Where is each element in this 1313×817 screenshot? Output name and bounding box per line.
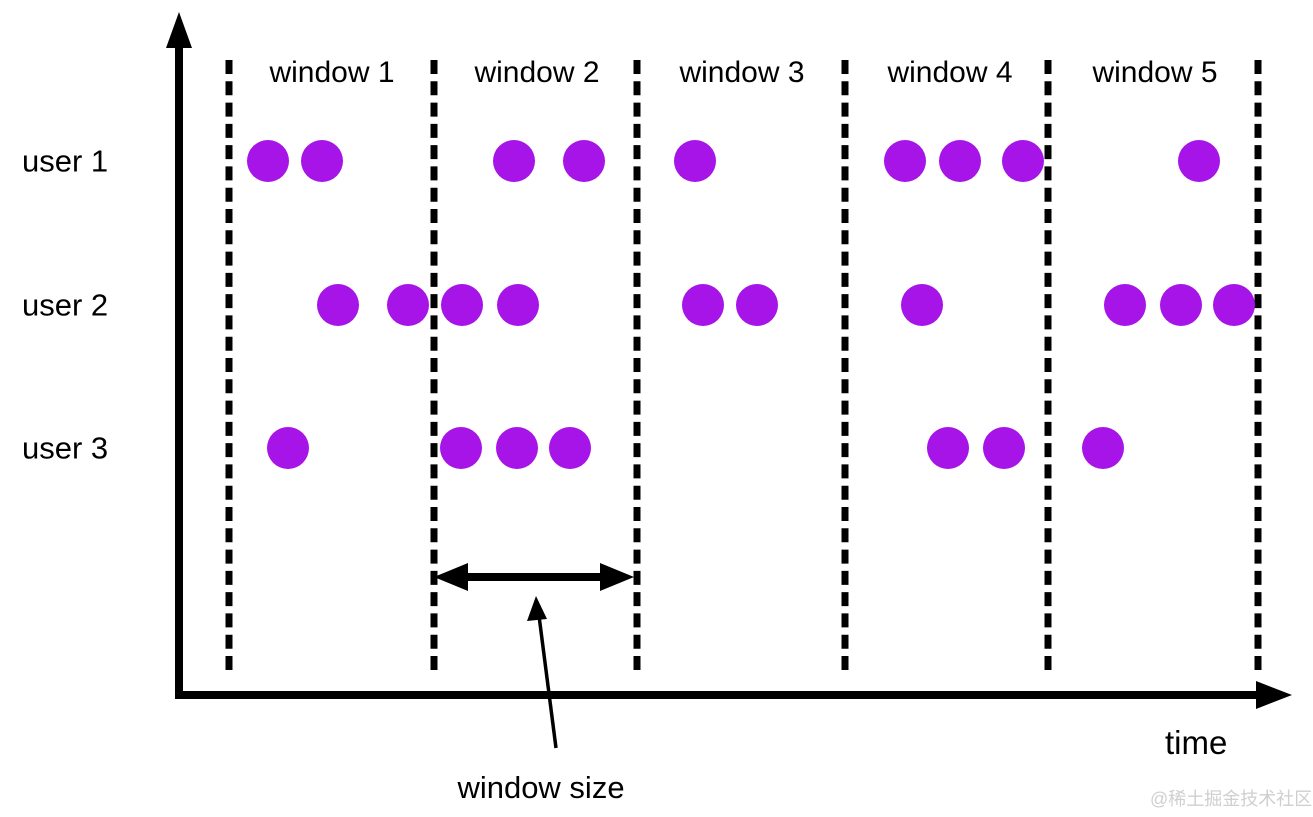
event-dot xyxy=(884,140,926,182)
window-label-5: window 5 xyxy=(1092,56,1218,89)
event-dot xyxy=(674,140,716,182)
y-axis-arrowhead xyxy=(166,12,192,48)
event-dot xyxy=(1002,140,1044,182)
event-dot xyxy=(682,284,724,326)
event-dot xyxy=(440,427,482,469)
window-divider-3 xyxy=(841,60,849,670)
window-divider-0 xyxy=(225,60,233,670)
event-dot xyxy=(1178,140,1220,182)
event-dot xyxy=(983,427,1025,469)
row-label-user-2: user 2 xyxy=(22,287,109,323)
event-dot xyxy=(736,284,778,326)
window-label-1: window 1 xyxy=(269,56,395,89)
row-label-user-1: user 1 xyxy=(22,143,109,179)
event-dot xyxy=(301,140,343,182)
event-dot xyxy=(1104,284,1146,326)
event-dot xyxy=(1082,427,1124,469)
window-divider-2 xyxy=(633,60,641,670)
event-dot xyxy=(267,427,309,469)
window-size-arrowhead-right xyxy=(600,563,634,591)
event-dot xyxy=(901,284,943,326)
window-size-pointer-line xyxy=(536,607,558,749)
event-dot xyxy=(497,284,539,326)
window-divider-4 xyxy=(1044,60,1052,670)
event-dot xyxy=(493,140,535,182)
event-dot xyxy=(441,284,483,326)
window-divider-5 xyxy=(1254,60,1262,670)
window-label-4: window 4 xyxy=(887,56,1013,89)
window-label-3: window 3 xyxy=(679,56,805,89)
event-dot xyxy=(387,284,429,326)
x-axis-arrowhead xyxy=(1256,681,1292,709)
event-dot xyxy=(927,427,969,469)
event-dot xyxy=(496,427,538,469)
window-size-pointer-arrowhead xyxy=(527,596,547,621)
event-dot xyxy=(563,140,605,182)
event-dot xyxy=(939,140,981,182)
row-label-user-3: user 3 xyxy=(22,430,109,466)
event-dot xyxy=(1213,284,1255,326)
event-dot xyxy=(549,427,591,469)
window-size-arrowhead-left xyxy=(434,563,468,591)
window-size-label: window size xyxy=(457,770,625,805)
x-axis-label: time xyxy=(1165,724,1228,761)
window-label-2: window 2 xyxy=(474,56,600,89)
event-dot xyxy=(317,284,359,326)
event-dot xyxy=(247,140,289,182)
window-divider-1 xyxy=(430,60,438,670)
event-dot xyxy=(1160,284,1202,326)
watermark-text: @稀土掘金技术社区 xyxy=(1150,789,1313,809)
